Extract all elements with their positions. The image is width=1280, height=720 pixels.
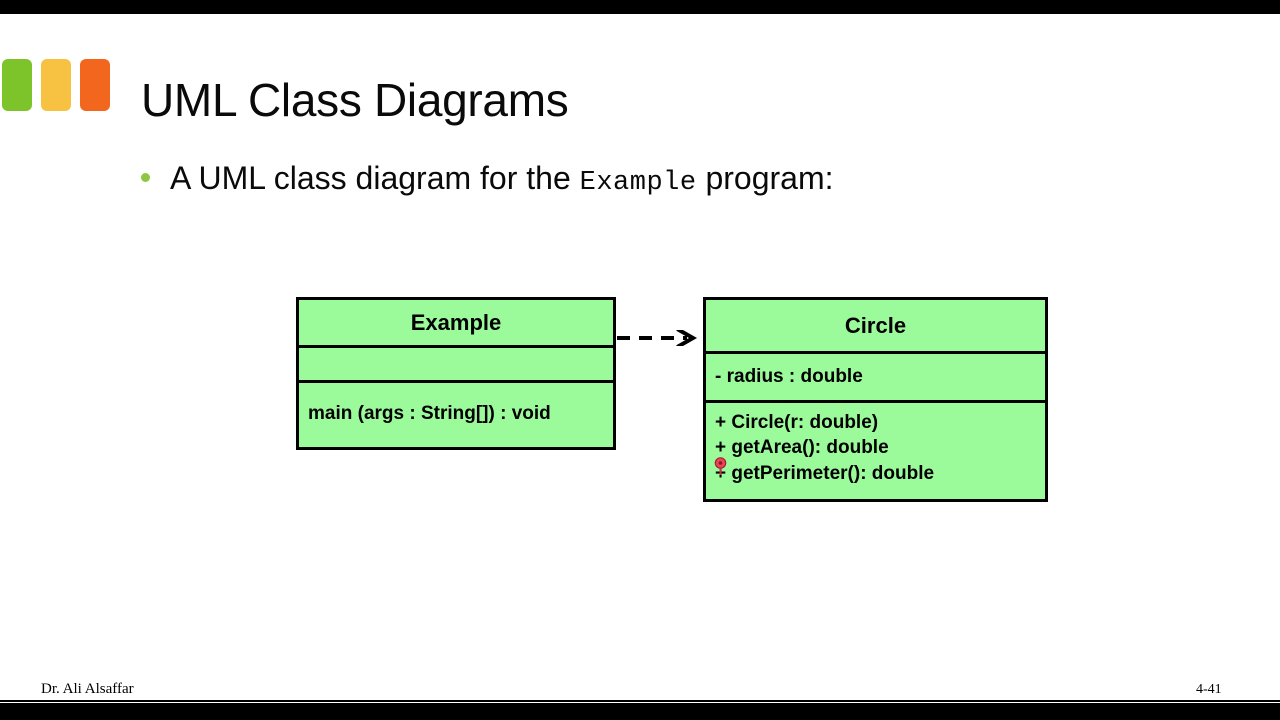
uml-operation: + getArea(): double — [715, 437, 889, 459]
uml-operations-compartment-example: main (args : String[]) : void — [299, 380, 613, 444]
uml-class-example: Example main (args : String[]) : void — [296, 297, 616, 450]
footer-author: Dr. Ali Alsaffar — [41, 681, 134, 697]
uml-operation: + getPerimeter(): double — [715, 462, 935, 484]
uml-class-name-example: Example — [410, 309, 502, 335]
uml-operation: main (args : String[]) : void — [308, 402, 551, 424]
orange-square-icon — [80, 59, 110, 111]
uml-operations-compartment-circle: + Circle(r: double) + getArea(): double … — [706, 400, 1045, 493]
yellow-square-icon — [41, 59, 71, 111]
uml-class-diagram: Example main (args : String[]) : void Ci… — [0, 14, 1280, 703]
footer-page-number: 4-41 — [1196, 682, 1222, 697]
uml-attributes-compartment-example — [299, 345, 613, 380]
pointer-marker-icon — [714, 457, 727, 476]
green-square-icon — [2, 59, 32, 111]
uml-attributes-compartment-circle: - radius : double — [706, 351, 1045, 400]
uml-attribute: - radius : double — [715, 366, 863, 388]
letterbox-bar-top — [0, 0, 1280, 14]
slide-canvas: UML Class Diagrams A UML class diagram f… — [0, 14, 1280, 703]
letterbox-bar-bottom — [0, 703, 1280, 720]
bullet-text-before: A UML class diagram for the — [170, 160, 571, 196]
dependency-arrow-icon — [617, 327, 705, 349]
bullet-list-item: A UML class diagram for the Example prog… — [141, 160, 834, 198]
footer-divider — [0, 700, 1280, 702]
header-decoration-squares — [2, 59, 110, 111]
bullet-code-term: Example — [579, 168, 697, 198]
bullet-dot-icon — [141, 173, 150, 182]
page-title: UML Class Diagrams — [141, 74, 569, 126]
uml-class-circle: Circle - radius : double + Circle(r: dou… — [703, 297, 1048, 502]
uml-class-name-circle: Circle — [844, 312, 907, 338]
uml-operation: + Circle(r: double) — [715, 411, 879, 433]
bullet-text-after: program: — [705, 160, 834, 196]
